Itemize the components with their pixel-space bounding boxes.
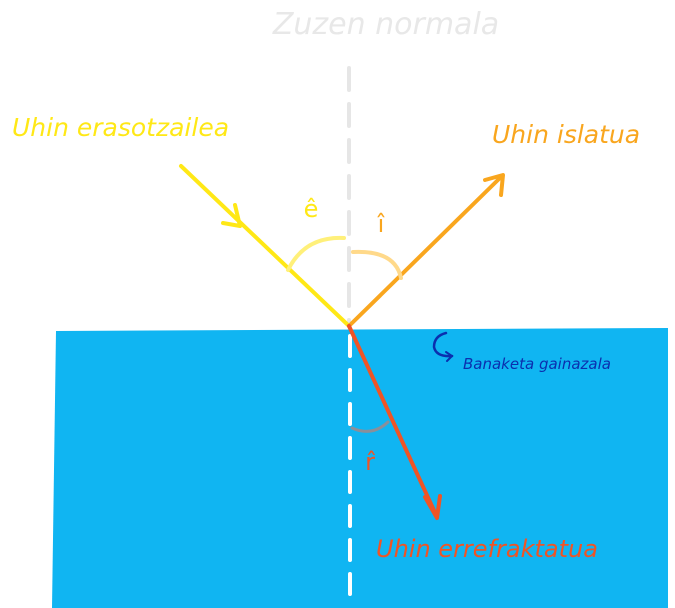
incidence-angle-label: ê bbox=[304, 195, 319, 223]
incident-wave-label: Uhin erasotzailea bbox=[12, 113, 229, 142]
reflection-angle-arc bbox=[351, 249, 403, 280]
refraction-angle-arc bbox=[350, 420, 390, 433]
surface-pointer-head bbox=[445, 351, 454, 362]
reflected-arrowhead bbox=[483, 173, 505, 197]
refracted-ray bbox=[347, 324, 439, 519]
reflected-ray bbox=[347, 174, 504, 328]
incident-ray bbox=[179, 164, 351, 328]
reflected-wave-label: Uhin islatua bbox=[492, 120, 640, 149]
incident-arrowhead bbox=[221, 203, 242, 228]
reflection-angle-label: î bbox=[377, 210, 386, 238]
surface-pointer-icon bbox=[432, 331, 454, 358]
normal-line-label: Zuzen normala bbox=[272, 7, 499, 42]
refracted-arrowhead bbox=[423, 494, 442, 520]
water-medium bbox=[52, 328, 668, 608]
refraction-angle-label: r̂ bbox=[365, 448, 375, 476]
surface-label: Banaketa gainazala bbox=[463, 355, 611, 373]
incidence-angle-arc bbox=[286, 235, 346, 272]
refracted-wave-label: Uhin errefraktatua bbox=[376, 535, 598, 563]
